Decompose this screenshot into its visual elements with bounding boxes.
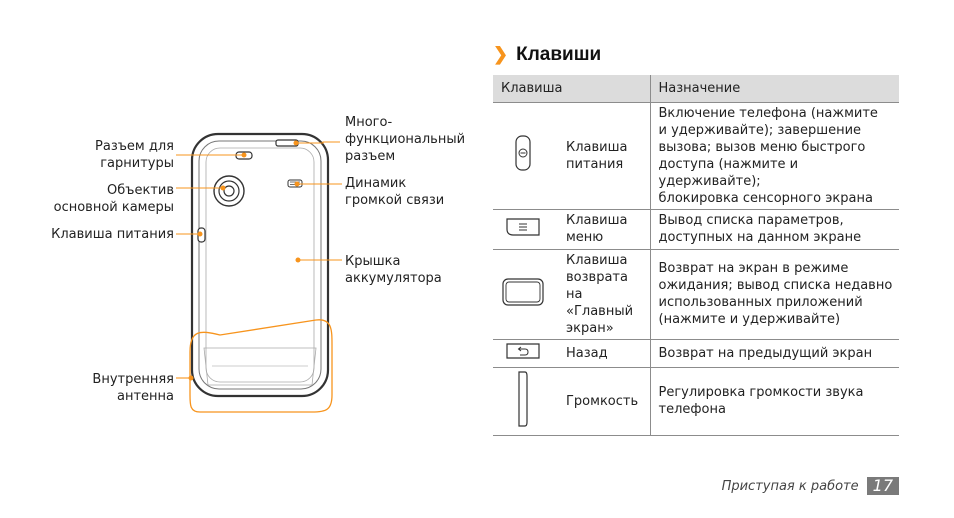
label-headset-jack: Разъем для гарнитуры bbox=[95, 139, 174, 171]
chevron-right-icon: ❯ bbox=[493, 44, 509, 64]
key-icon-cell bbox=[493, 249, 553, 340]
key-name: Клавиша питания bbox=[553, 102, 651, 210]
volume-key-icon bbox=[518, 370, 528, 427]
key-description: Включение телефона (нажмите и удерживайт… bbox=[650, 102, 899, 210]
key-name: Назад bbox=[553, 339, 651, 368]
key-name: Громкость bbox=[553, 367, 651, 436]
phone-body bbox=[190, 132, 330, 398]
label-internal-antenna: Внутренняя антенна bbox=[92, 372, 174, 404]
section-title-text: Клавиши bbox=[516, 44, 602, 65]
key-description: Возврат на предыдущий экран bbox=[650, 339, 899, 368]
label-camera-lens: Объектив основной камеры bbox=[53, 183, 174, 215]
key-icon-cell bbox=[493, 102, 553, 210]
label-battery-cover: Крышка аккумулятора bbox=[345, 254, 442, 286]
keys-table: Клавиша Назначение Клавиша питания Включ… bbox=[493, 75, 899, 436]
column-header-purpose: Назначение bbox=[650, 75, 899, 103]
label-speaker: Динамик громкой связи bbox=[345, 176, 445, 208]
phone-back-illustration bbox=[176, 132, 342, 413]
section-title: ❯ Клавиши bbox=[493, 44, 601, 66]
page-footer: Приступая к работе 17 bbox=[722, 477, 899, 495]
key-description: Регулировка громкости звука телефона bbox=[650, 367, 899, 436]
table-row: Громкость Регулировка громкости звука те… bbox=[493, 367, 899, 436]
home-key-icon bbox=[502, 277, 544, 306]
key-icon-cell bbox=[493, 367, 553, 436]
key-description: Вывод списка параметров, доступных на да… bbox=[650, 209, 899, 250]
bottom-panel bbox=[203, 347, 317, 386]
antenna-region bbox=[189, 319, 333, 413]
label-multifunction-jack: Много- функциональный разъем bbox=[345, 115, 466, 164]
key-icon-cell bbox=[493, 209, 553, 250]
page-number: 17 bbox=[866, 477, 899, 495]
table-row: Клавиша возврата на «Главный экран» Возв… bbox=[493, 249, 899, 340]
key-name: Клавиша возврата на «Главный экран» bbox=[553, 249, 651, 340]
table-header-row: Клавиша Назначение bbox=[493, 75, 899, 103]
key-description: Возврат на экран в режиме ожидания; выво… bbox=[650, 249, 899, 340]
back-key-icon bbox=[506, 342, 540, 359]
column-header-key: Клавиша bbox=[493, 75, 651, 103]
menu-key-icon bbox=[506, 217, 540, 236]
key-name: Клавиша меню bbox=[553, 209, 651, 250]
footer-section-name: Приступая к работе bbox=[721, 478, 859, 494]
phone-diagram: Разъем для гарнитуры Объектив основной к… bbox=[51, 115, 466, 413]
table-row: Назад Возврат на предыдущий экран bbox=[493, 339, 899, 368]
phone-inner-edge bbox=[198, 140, 322, 390]
label-power-key: Клавиша питания bbox=[51, 227, 174, 242]
power-key-icon bbox=[515, 135, 531, 171]
key-icon-cell bbox=[493, 339, 553, 368]
table-row: Клавиша питания Включение телефона (нажм… bbox=[493, 102, 899, 210]
table-row: Клавиша меню Вывод списка параметров, до… bbox=[493, 209, 899, 250]
